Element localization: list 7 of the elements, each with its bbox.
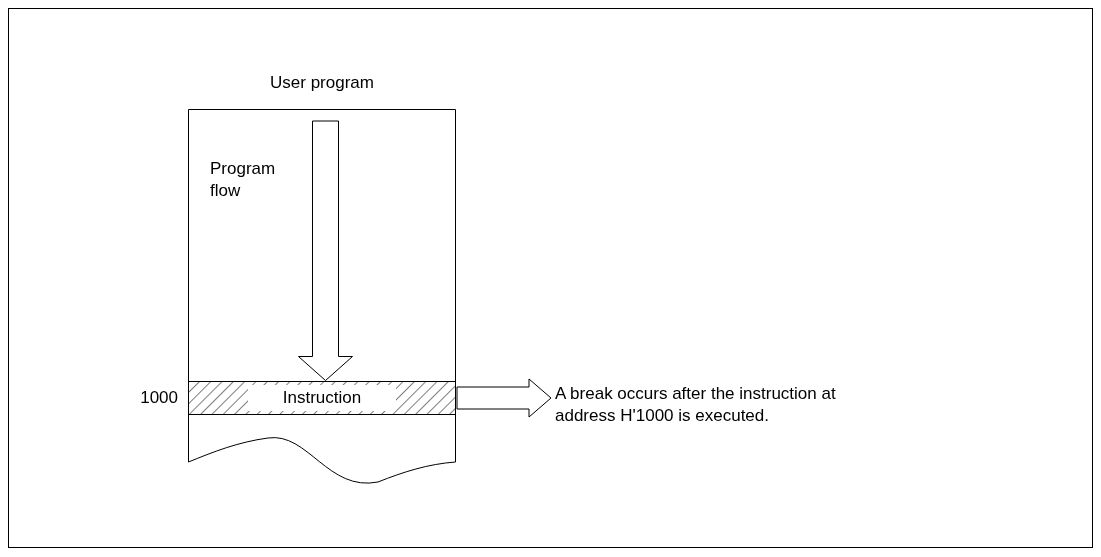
note-text: A break occurs after the instruction at address H'1000 is executed. bbox=[555, 383, 837, 427]
address-label: 1000 bbox=[140, 387, 178, 409]
edge-label: Program flow bbox=[210, 158, 277, 202]
block-arrow bbox=[456, 378, 552, 418]
block-arrow bbox=[298, 120, 353, 381]
instruction-label: Instruction bbox=[281, 387, 363, 409]
heading-text: User program bbox=[269, 72, 375, 94]
